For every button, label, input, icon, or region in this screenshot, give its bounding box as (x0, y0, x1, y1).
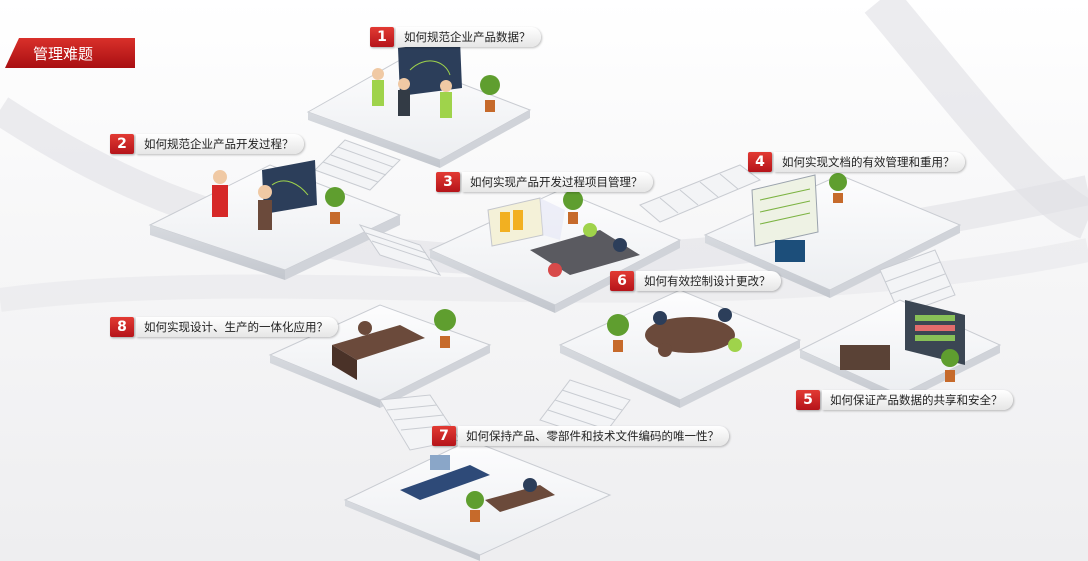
question-2: 2 如何规范企业产品开发过程？ (110, 134, 304, 154)
security-monitor-5 (840, 300, 965, 370)
plants (325, 75, 959, 522)
question-5-text: 如何保证产品数据的共享和安全？ (822, 390, 1013, 410)
question-1-text: 如何规范企业产品数据？ (396, 27, 541, 47)
people-platform-1 (372, 68, 452, 118)
question-4: 4 如何实现文档的有效管理和重用？ (748, 152, 965, 172)
question-6-number: 6 (610, 271, 634, 291)
meeting-table-6 (645, 308, 742, 357)
platform-4 (703, 174, 962, 298)
question-3-number: 3 (436, 172, 460, 192)
whiteboard-2 (262, 160, 317, 214)
question-5: 5 如何保证产品数据的共享和安全？ (796, 390, 1013, 410)
question-1-number: 1 (370, 27, 394, 47)
question-4-number: 4 (748, 152, 772, 172)
platform-1 (306, 59, 532, 168)
question-2-number: 2 (110, 134, 134, 154)
title-ribbon: 管理难题 (5, 38, 135, 68)
document-board-4 (751, 174, 819, 262)
question-4-text: 如何实现文档的有效管理和重用？ (774, 152, 965, 172)
question-7-number: 7 (432, 426, 456, 446)
stairs-6-7 (539, 379, 631, 441)
question-3-text: 如何实现产品开发过程项目管理？ (462, 172, 653, 192)
title-ribbon-bg (5, 38, 135, 68)
stairs-2-3 (358, 224, 442, 276)
question-7-text: 如何保持产品、零部件和技术文件编码的唯一性？ (458, 426, 729, 446)
question-2-text: 如何规范企业产品开发过程？ (136, 134, 304, 154)
projection-screen-3 (487, 197, 565, 247)
stairs-1-2 (314, 139, 401, 191)
stairs-3-4 (639, 164, 761, 223)
conference-table-3 (530, 223, 640, 277)
page-title: 管理难题 (33, 45, 94, 63)
question-8-number: 8 (110, 317, 134, 337)
question-1: 1 如何规范企业产品数据？ (370, 27, 541, 47)
question-3: 3 如何实现产品开发过程项目管理？ (436, 172, 653, 192)
question-6: 6 如何有效控制设计更改？ (610, 271, 781, 291)
platform-5 (798, 299, 1002, 403)
question-8: 8 如何实现设计、生产的一体化应用？ (110, 317, 338, 337)
question-8-text: 如何实现设计、生产的一体化应用？ (136, 317, 338, 337)
production-line-7 (400, 455, 555, 512)
desk-8 (332, 321, 425, 380)
question-7: 7 如何保持产品、零部件和技术文件编码的唯一性？ (432, 426, 729, 446)
people-platform-2 (212, 170, 272, 230)
question-6-text: 如何有效控制设计更改？ (636, 271, 781, 291)
question-5-number: 5 (796, 390, 820, 410)
